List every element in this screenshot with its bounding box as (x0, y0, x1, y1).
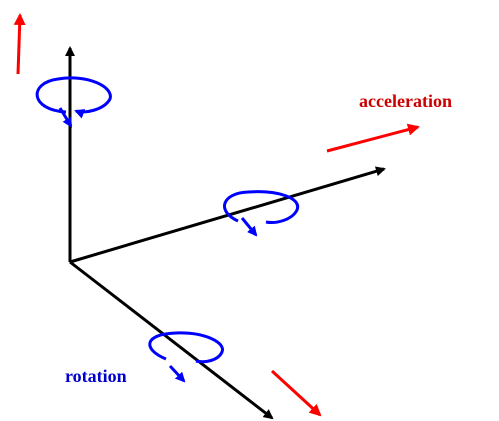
horizontal-axis (69, 166, 386, 264)
acceleration-arrows (13, 13, 420, 417)
acceleration-arrow-diagonal (270, 369, 322, 417)
acceleration-label: acceleration (359, 91, 452, 111)
acceleration-arrow-vertical (13, 13, 26, 75)
rotation-label: rotation (65, 366, 127, 386)
rotation-arrow-diagonal (148, 331, 224, 364)
rotation-arrow-horizontal (223, 190, 300, 224)
coordinate-axes (65, 46, 386, 420)
rotation-arrow-diagonal-tail (168, 364, 186, 383)
rotation-arrow-horizontal-tail (240, 217, 258, 237)
diagonal-axis (69, 260, 274, 420)
rotation-arrows (35, 76, 300, 383)
rotation-arrow-vertical (35, 76, 112, 119)
acceleration-arrow-horizontal (326, 123, 420, 153)
rotation-arrow-vertical-tail (58, 107, 73, 128)
